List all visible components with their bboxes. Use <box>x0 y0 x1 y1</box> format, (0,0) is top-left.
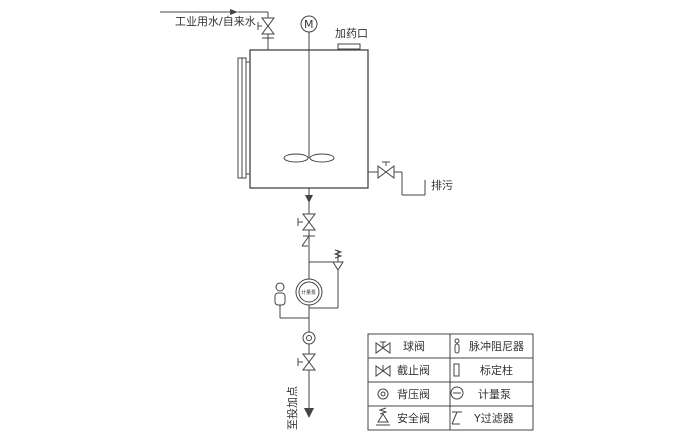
legend-label-3: 标定柱 <box>480 363 513 377</box>
dosing-port <box>337 43 361 50</box>
lower-ball-valve-icon <box>297 353 316 371</box>
legend-label-7: Y过滤器 <box>473 412 514 425</box>
safety-valve-branch <box>309 249 344 309</box>
pulse-damper-icon <box>454 338 460 354</box>
legend-label-0: 球阀 <box>403 339 425 353</box>
dosing-port-label: 加药口 <box>335 27 368 40</box>
drain-label: 排污 <box>431 178 453 192</box>
legend: 球阀 脉冲阻尼器 截止阀 标定柱 背压阀 计量泵 <box>367 333 534 431</box>
back-pressure-valve-icon <box>377 388 389 400</box>
legend-label-6: 安全阀 <box>397 411 430 425</box>
flow-arrow-top <box>305 195 313 203</box>
y-strainer-icon <box>451 411 462 425</box>
safety-valve-icon <box>376 407 390 426</box>
agitator <box>283 50 335 163</box>
outlet-stop-valve-icon <box>297 213 316 231</box>
motor-label: M <box>304 18 314 31</box>
legend-label-5: 计量泵 <box>478 388 511 401</box>
legend-label-4: 背压阀 <box>397 387 430 401</box>
metering-pump-icon <box>450 386 464 400</box>
back-pressure-valve <box>302 331 316 345</box>
drain-line <box>368 161 426 196</box>
flow-arrow-outlet <box>304 408 314 418</box>
inlet-ball-valve-icon <box>257 17 275 35</box>
ball-valve-icon <box>375 341 391 354</box>
water-inlet-label: 工业用水/自来水 <box>175 15 256 28</box>
pulse-damper <box>274 282 309 319</box>
legend-label-2: 截止阀 <box>397 363 430 377</box>
y-strainer <box>301 235 315 247</box>
tank <box>237 49 369 189</box>
legend-label-1: 脉冲阻尼器 <box>469 339 524 353</box>
outlet-label: 至投加点 <box>285 386 299 430</box>
metering-pump-label: 计量泵 <box>301 289 316 296</box>
stop-valve-icon <box>375 365 391 377</box>
motor-icon: M <box>300 15 318 33</box>
calibration-column-icon <box>453 363 460 377</box>
metering-pump: 计量泵 <box>295 278 323 306</box>
